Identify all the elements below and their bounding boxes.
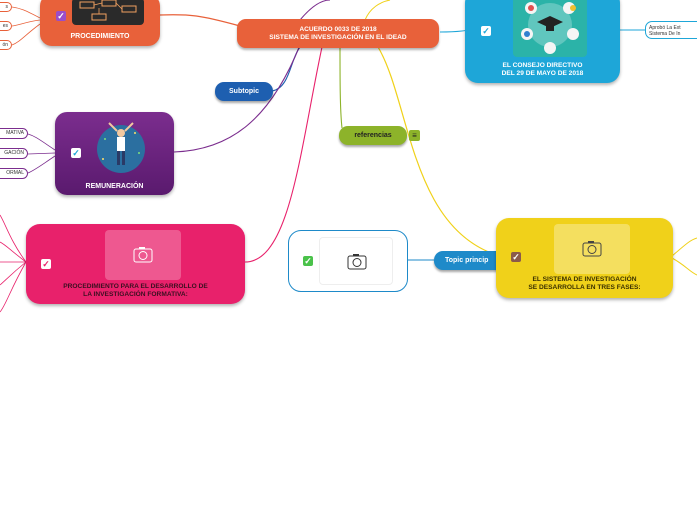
education-icons-image: [513, 0, 587, 57]
check-icon[interactable]: ✓: [511, 252, 521, 262]
node-procedimiento[interactable]: ✓ PROCEDIMIENTO: [40, 0, 160, 46]
camera-icon: [347, 254, 367, 270]
check-icon[interactable]: ✓: [41, 259, 51, 269]
node-procedimiento-desarrollo[interactable]: ✓ PROCEDIMIENTO PARA EL DESARROLLO DE LA…: [26, 224, 245, 304]
image-placeholder[interactable]: [105, 230, 181, 280]
leaf-procedimiento-3[interactable]: ón: [0, 40, 12, 50]
remuneracion-label: REMUNERACIÓN: [85, 183, 144, 190]
leaf-consejo-1[interactable]: Aprobó La Ext Sistema De In: [645, 21, 697, 39]
node-empty[interactable]: ✓: [288, 230, 408, 292]
node-sistema-fases[interactable]: ✓ EL SISTEMA DE INVESTIGACIÓN SE DESARRO…: [496, 218, 673, 298]
leaf-procedimiento-2[interactable]: es: [0, 21, 12, 31]
check-icon[interactable]: ✓: [303, 256, 313, 266]
subtopic-pill[interactable]: Subtopic: [215, 82, 273, 101]
celebration-image: [95, 119, 147, 174]
notes-icon[interactable]: ≡: [409, 130, 420, 141]
check-icon[interactable]: ✓: [56, 11, 66, 21]
camera-icon: [582, 241, 602, 257]
consejo-label: EL CONSEJO DIRECTIVO DEL 29 DE MAYO DE 2…: [501, 62, 584, 77]
leaf-procedimiento-1[interactable]: s: [0, 2, 12, 12]
leaf-remuneracion-3[interactable]: ORMAL: [0, 168, 28, 179]
central-title-line2: SISTEMA DE INVESTIGACIÓN EN EL IDEAD: [269, 34, 407, 41]
procedimiento-label: PROCEDIMIENTO: [70, 33, 130, 40]
node-remuneracion[interactable]: ✓ REMUNERACIÓN: [55, 112, 174, 195]
check-icon[interactable]: ✓: [71, 148, 81, 158]
check-icon[interactable]: ✓: [481, 26, 491, 36]
leaf-remuneracion-1[interactable]: MATIVA: [0, 128, 28, 139]
referencias-pill[interactable]: referencias: [339, 126, 407, 145]
camera-icon: [133, 247, 153, 263]
node-consejo-directivo[interactable]: ✓ EL CONSEJO DIRECTIVO DEL 29 DE MAYO DE…: [465, 0, 620, 83]
procedimiento-desarrollo-label: PROCEDIMIENTO PARA EL DESARROLLO DE LA I…: [63, 283, 208, 298]
central-topic[interactable]: ACUERDO 0033 DE 2018 SISTEMA DE INVESTIG…: [237, 19, 439, 48]
image-placeholder[interactable]: [554, 224, 630, 274]
topic-principal-pill[interactable]: Topic princip: [434, 251, 506, 270]
image-placeholder[interactable]: [319, 237, 393, 285]
central-title-line1: ACUERDO 0033 DE 2018: [299, 26, 377, 33]
sistema-fases-label: EL SISTEMA DE INVESTIGACIÓN SE DESARROLL…: [528, 276, 641, 291]
leaf-remuneracion-2[interactable]: GACIÓN: [0, 148, 28, 159]
flowchart-image: [72, 0, 144, 25]
